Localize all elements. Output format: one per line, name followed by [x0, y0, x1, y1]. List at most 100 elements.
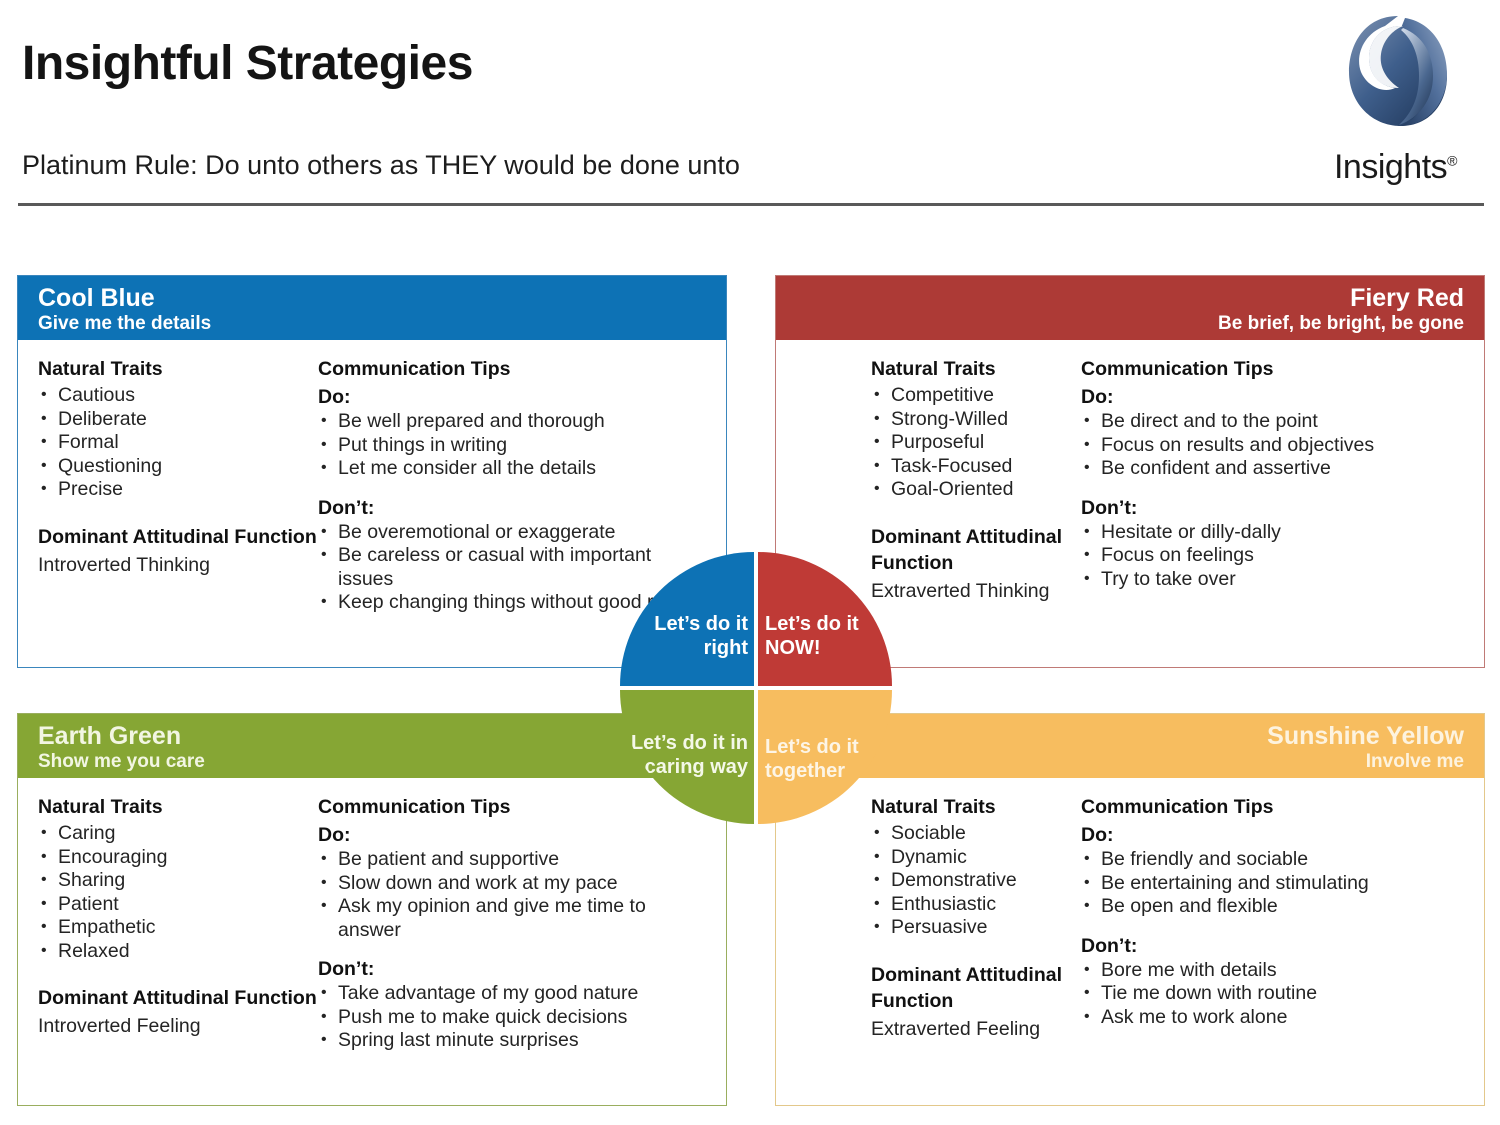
list-item: Relaxed — [38, 939, 318, 964]
section-label-natural-traits: Natural Traits — [38, 796, 163, 818]
list-item: Sharing — [38, 868, 318, 893]
section-label-natural-traits: Natural Traits — [38, 358, 163, 380]
earth-green-title: Earth Green — [38, 722, 182, 750]
cool-blue-title: Cool Blue — [38, 284, 155, 312]
logo-wordmark: Insights® — [1313, 148, 1478, 187]
sunshine-yellow-do-list: Be friendly and sociable Be entertaining… — [1081, 847, 1481, 919]
wheel-motto-earth-green: Let’s do it in a caring way — [627, 732, 748, 778]
section-label-communication-tips: Communication Tips — [1081, 796, 1274, 818]
list-item: Dynamic — [871, 845, 1081, 870]
insights-sphere-logo-icon — [1343, 8, 1453, 133]
page-subtitle: Platinum Rule: Do unto others as THEY wo… — [22, 150, 740, 180]
sunshine-yellow-dont-list: Bore me with details Tie me down with ro… — [1081, 958, 1481, 1030]
quadrant-panel-cool-blue: Cool Blue Give me the details Natural Tr… — [17, 275, 727, 668]
earth-green-header: Earth Green Show me you care — [18, 714, 726, 778]
list-item: Slow down and work at my pace — [318, 871, 708, 896]
section-label-communication-tips: Communication Tips — [318, 358, 511, 380]
list-item: Focus on feelings — [1081, 543, 1481, 568]
fiery-red-title: Fiery Red — [1350, 284, 1464, 312]
fiery-red-header: Fiery Red Be brief, be bright, be gone — [776, 276, 1484, 340]
list-item: Strong-Willed — [871, 407, 1081, 432]
list-item: Be open and flexible — [1081, 894, 1481, 919]
section-label-natural-traits: Natural Traits — [871, 796, 996, 818]
cool-blue-function-value: Introverted Thinking — [38, 553, 210, 576]
registered-mark-icon: ® — [1447, 152, 1457, 169]
list-item: Be well prepared and thorough — [318, 409, 708, 434]
list-item: Formal — [38, 430, 318, 455]
list-item: Competitive — [871, 383, 1081, 408]
list-item: Ask my opinion and give me time to answe… — [318, 894, 708, 942]
list-item: Be entertaining and stimulating — [1081, 871, 1481, 896]
list-item: Try to take over — [1081, 567, 1481, 592]
list-item: Deliberate — [38, 407, 318, 432]
sunshine-yellow-tips-column: Communication Tips Do: Be friendly and s… — [1081, 794, 1481, 1105]
fiery-red-traits-column: Natural Traits Competitive Strong-Willed… — [776, 356, 1081, 667]
wheel-quadrant-earth-green: Let’s do it in a caring way — [620, 690, 754, 824]
list-item: Patient — [38, 892, 318, 917]
list-item: Empathetic — [38, 915, 318, 940]
earth-green-traits-column: Natural Traits Caring Encouraging Sharin… — [18, 794, 318, 1105]
insights-colour-wheel: Let’s do it right Let’s do it NOW! Let’s… — [620, 552, 892, 824]
list-item: Be direct and to the point — [1081, 409, 1481, 434]
cool-blue-header: Cool Blue Give me the details — [18, 276, 726, 340]
sunshine-yellow-body: Natural Traits Sociable Dynamic Demonstr… — [776, 778, 1484, 1105]
sunshine-yellow-title: Sunshine Yellow — [1267, 722, 1464, 750]
section-label-do: Do: — [1081, 824, 1114, 846]
earth-green-dont-list: Take advantage of my good nature Push me… — [318, 981, 708, 1053]
wheel-quadrant-cool-blue: Let’s do it right — [620, 552, 754, 686]
page-title: Insightful Strategies — [22, 37, 473, 90]
list-item: Be careless or casual with important iss… — [318, 543, 708, 591]
list-item: Let me consider all the details — [318, 456, 708, 481]
list-item: Encouraging — [38, 845, 318, 870]
section-label-natural-traits: Natural Traits — [871, 358, 996, 380]
list-item: Be patient and supportive — [318, 847, 708, 872]
list-item: Be friendly and sociable — [1081, 847, 1481, 872]
wheel-motto-fiery-red: Let’s do it NOW! — [765, 613, 859, 659]
section-label-dont: Don’t: — [1081, 496, 1138, 519]
list-item: Be overemotional or exaggerate — [318, 520, 708, 545]
list-item: Enthusiastic — [871, 892, 1081, 917]
section-label-dominant-function: Dominant Attitudinal Function — [871, 963, 1063, 1012]
list-item: Tie me down with routine — [1081, 981, 1481, 1006]
section-label-communication-tips: Communication Tips — [318, 796, 511, 818]
fiery-red-tagline: Be brief, be bright, be gone — [1218, 313, 1464, 334]
list-item: Take advantage of my good nature — [318, 981, 708, 1006]
list-item: Spring last minute surprises — [318, 1028, 708, 1053]
list-item: Keep changing things without good reason — [318, 590, 708, 615]
section-label-do: Do: — [1081, 386, 1114, 408]
list-item: Push me to make quick decisions — [318, 1005, 708, 1030]
sunshine-yellow-function-value: Extraverted Feeling — [871, 1017, 1041, 1040]
wheel-quadrant-fiery-red: Let’s do it NOW! — [758, 552, 892, 686]
cool-blue-traits-list: Cautious Deliberate Formal Questioning P… — [38, 383, 318, 502]
sunshine-yellow-header: Sunshine Yellow Involve me — [776, 714, 1484, 778]
section-label-dont: Don’t: — [1081, 934, 1138, 957]
fiery-red-dont-list: Hesitate or dilly-dally Focus on feeling… — [1081, 520, 1481, 592]
section-label-dont: Don’t: — [318, 958, 375, 980]
list-item: Goal-Oriented — [871, 477, 1081, 502]
earth-green-tagline: Show me you care — [38, 751, 205, 772]
earth-green-tips-column: Communication Tips Do: Be patient and su… — [318, 794, 708, 1105]
section-label-communication-tips: Communication Tips — [1081, 358, 1274, 380]
list-item: Sociable — [871, 821, 1081, 846]
list-item: Task-Focused — [871, 454, 1081, 479]
list-item: Hesitate or dilly-dally — [1081, 520, 1481, 545]
logo-word-text: Insights — [1333, 148, 1448, 186]
sunshine-yellow-traits-column: Natural Traits Sociable Dynamic Demonstr… — [776, 794, 1081, 1105]
fiery-red-body: Natural Traits Competitive Strong-Willed… — [776, 340, 1484, 667]
list-item: Purposeful — [871, 430, 1081, 455]
cool-blue-body: Natural Traits Cautious Deliberate Forma… — [18, 340, 726, 667]
fiery-red-do-list: Be direct and to the point Focus on resu… — [1081, 409, 1481, 481]
quadrant-panel-fiery-red: Fiery Red Be brief, be bright, be gone N… — [775, 275, 1485, 668]
quadrant-panel-sunshine-yellow: Sunshine Yellow Involve me Natural Trait… — [775, 713, 1485, 1106]
section-label-do: Do: — [318, 824, 351, 846]
section-label-do: Do: — [318, 386, 351, 408]
cool-blue-do-list: Be well prepared and thorough Put things… — [318, 409, 708, 481]
fiery-red-traits-list: Competitive Strong-Willed Purposeful Tas… — [871, 383, 1081, 502]
page-header: Insightful Strategies Platinum Rule: Do … — [0, 0, 1500, 215]
wheel-motto-cool-blue: Let’s do it right — [654, 613, 748, 659]
wheel-quadrant-sunshine-yellow: Let’s do it together — [758, 690, 892, 824]
earth-green-body: Natural Traits Caring Encouraging Sharin… — [18, 778, 726, 1105]
section-label-dominant-function: Dominant Attitudinal Function — [38, 987, 317, 1009]
section-label-dont: Don’t: — [318, 496, 375, 519]
list-item: Ask me to work alone — [1081, 1005, 1481, 1030]
